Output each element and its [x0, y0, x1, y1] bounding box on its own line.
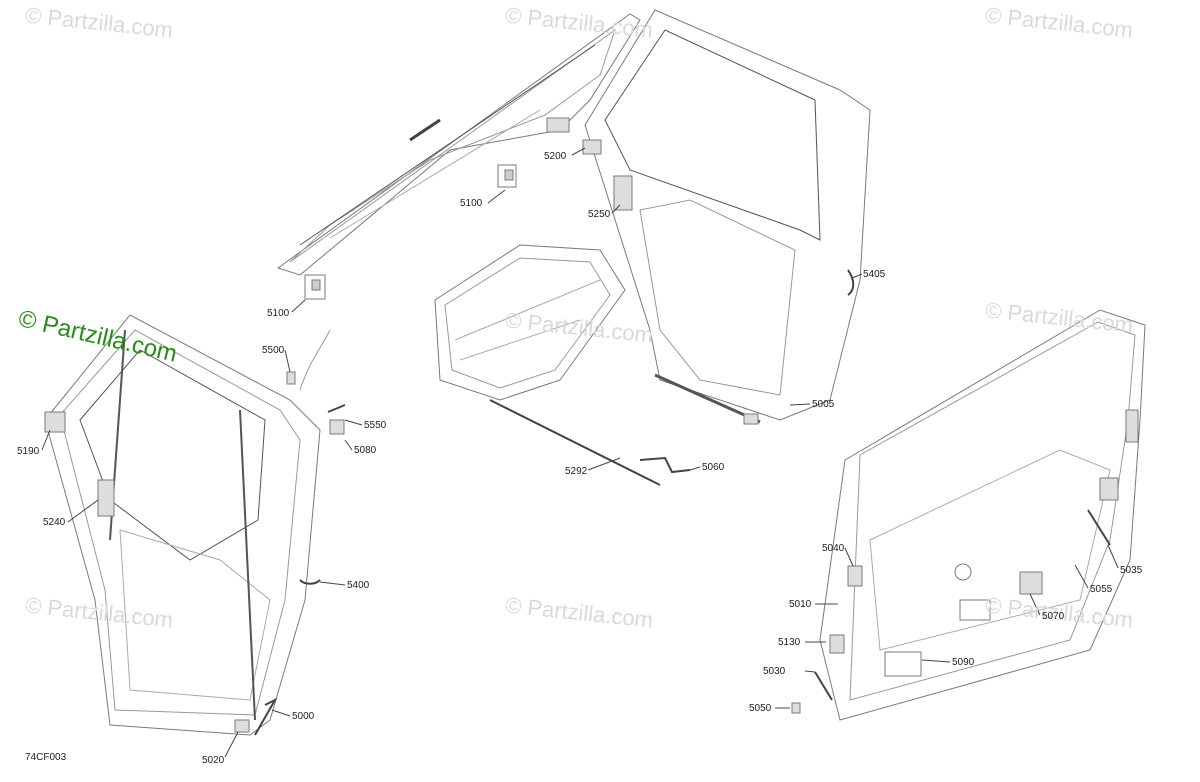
- leader-lines: [41, 147, 1119, 758]
- callout-label: 5500: [262, 345, 285, 356]
- callout-label: 5090: [952, 657, 975, 668]
- callout-label: 5050: [749, 703, 772, 714]
- callout-label: 5030: [763, 666, 786, 677]
- callout-label: 5000: [292, 711, 315, 722]
- figure-code: 74CF003: [25, 752, 67, 763]
- callout-label: 5130: [778, 637, 801, 648]
- callout-label: 5040: [822, 543, 845, 554]
- callout-label: 5190: [17, 446, 40, 457]
- callout-label: 5035: [1120, 565, 1143, 576]
- callout-label: 5055: [1090, 584, 1113, 595]
- callout-label: 5200: [544, 151, 567, 162]
- callout-label: 5405: [863, 269, 886, 280]
- callout-label: 5292: [565, 466, 588, 477]
- upper-right-door: [546, 9, 871, 425]
- callout-label: 5005: [812, 399, 835, 410]
- callout-label: 5060: [702, 462, 725, 473]
- callout-label: 5080: [354, 445, 377, 456]
- callout-label: 5240: [43, 517, 66, 528]
- callout-label: 5020: [202, 755, 225, 766]
- left-door: [44, 314, 346, 736]
- upper-panel: [276, 13, 641, 276]
- callout-label: 5400: [347, 580, 370, 591]
- hinge-5100-bottom: [304, 274, 326, 300]
- center-bin-assembly: [434, 244, 691, 486]
- callout-label: 5010: [789, 599, 812, 610]
- callout-label: 5250: [588, 209, 611, 220]
- callout-label: 5100: [460, 198, 483, 209]
- right-door: [791, 309, 1146, 721]
- callout-label: 5550: [364, 420, 387, 431]
- callout-label: 5070: [1042, 611, 1065, 622]
- hinge-5100-top: [497, 164, 517, 188]
- callout-label: 5100: [267, 308, 290, 319]
